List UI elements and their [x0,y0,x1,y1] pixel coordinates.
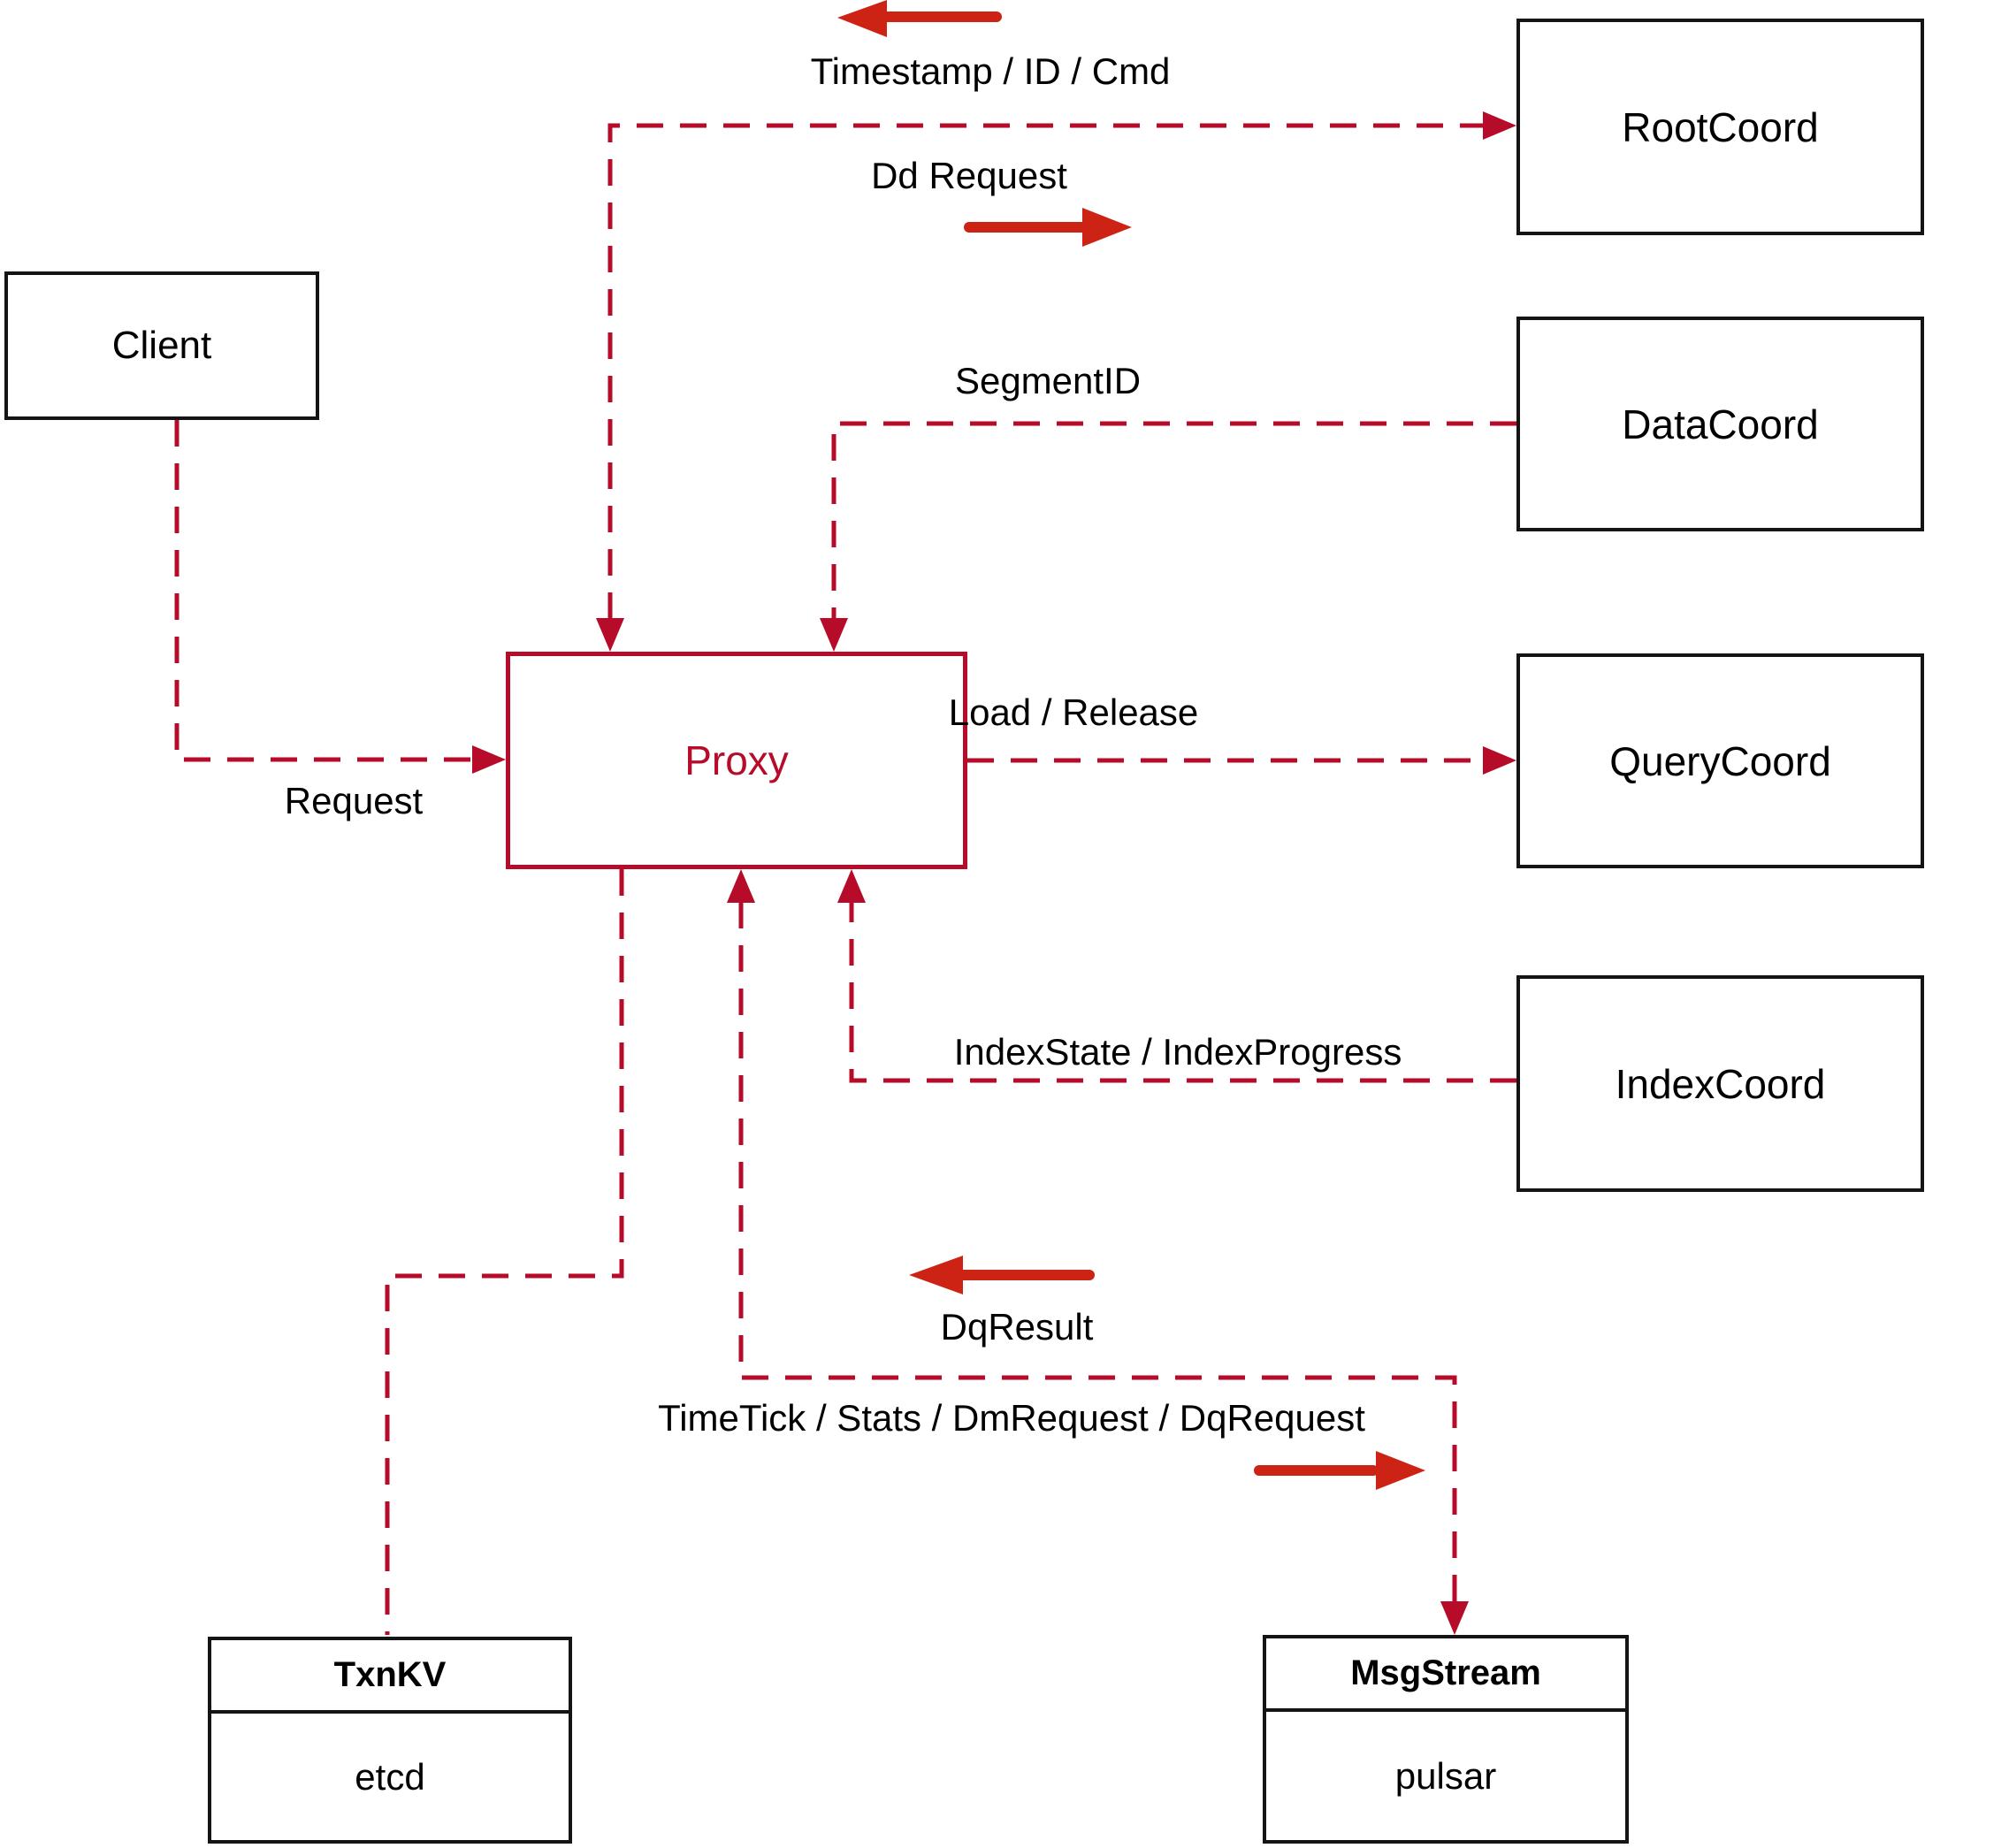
node-querycoord: QueryCoord [1516,653,1924,868]
edge-label-segment-id: SegmentID [954,360,1142,401]
node-datacoord: DataCoord [1516,317,1924,531]
node-txnkv-title: TxnKV [211,1640,569,1714]
arrowhead-into-proxy-bottom-right [837,869,866,903]
node-proxy-label: Proxy [684,737,789,783]
arrowhead-into-querycoord [1483,746,1516,775]
arrowhead-into-rootcoord [1483,111,1516,140]
edge-client-proxy [174,420,473,762]
node-msgstream: MsgStream pulsar [1263,1635,1629,1844]
edge-proxy-rootcoord [607,123,1486,619]
arrowhead-into-proxy-top-right [820,618,848,652]
node-indexcoord-label: IndexCoord [1615,1060,1826,1107]
direction-arrow-timestamp-left [837,0,1002,37]
arrowhead-into-proxy-bottom-middle [727,869,755,903]
arrowhead-into-proxy-top-left [596,618,624,652]
edge-label-request: Request [284,780,424,821]
edge-label-dd-request: Dd Request [871,155,1067,196]
node-msgstream-title: MsgStream [1266,1638,1625,1712]
edge-label-dq-result: DqResult [940,1306,1094,1348]
direction-arrow-time-tick-right [1254,1451,1425,1490]
node-client: Client [4,271,319,420]
edge-label-index-state: IndexState / IndexProgress [953,1031,1402,1073]
edge-datacoord-proxy [831,421,1516,619]
node-querycoord-label: QueryCoord [1609,737,1831,784]
direction-arrow-dd-request-right [964,208,1132,247]
node-rootcoord: RootCoord [1516,19,1924,235]
node-proxy: Proxy [506,652,967,869]
arrowhead-into-msgstream [1440,1601,1469,1635]
edge-proxy-msgstream [738,902,1457,1602]
edge-label-timestamp: Timestamp / ID / Cmd [810,50,1171,92]
edge-label-load-release: Load / Release [948,691,1199,733]
node-txnkv: TxnKV etcd [208,1637,572,1844]
node-datacoord-label: DataCoord [1622,401,1819,447]
node-rootcoord-label: RootCoord [1622,103,1819,150]
edge-label-time-tick: TimeTick / Stats / DmRequest / DqRequest [658,1397,1365,1439]
node-client-label: Client [111,324,212,367]
edge-indexcoord-proxy [849,902,1516,1083]
edge-proxy-txnkv [385,869,624,1635]
arrowhead-into-proxy-left [472,745,506,774]
node-msgstream-impl: pulsar [1394,1754,1497,1797]
node-indexcoord: IndexCoord [1516,975,1924,1192]
direction-arrow-dq-result-left [909,1256,1095,1294]
node-txnkv-impl: etcd [355,1755,425,1798]
